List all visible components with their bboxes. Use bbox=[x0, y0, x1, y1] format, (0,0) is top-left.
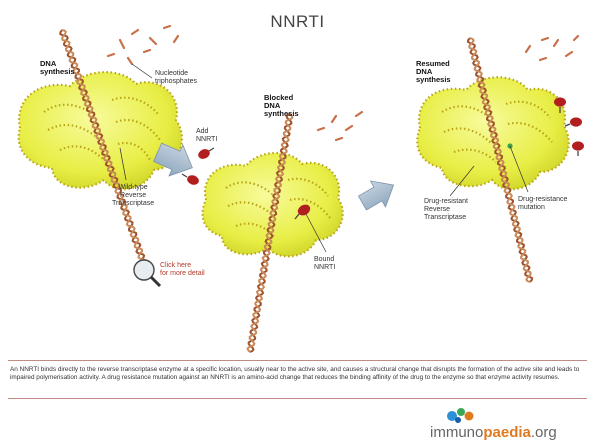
nucleotide-triphosphates-2 bbox=[318, 112, 362, 140]
nnrti-molecule-free-2 bbox=[182, 174, 200, 187]
label-blocked-dna-synthesis: BlockedDNAsynthesis bbox=[264, 94, 299, 118]
label-wild-type-rt: Wild-typeReverseTranscriptase bbox=[112, 184, 154, 208]
label-drug-resistance-mutation: Drug-resistancemutation bbox=[518, 196, 567, 212]
label-resumed-dna-synthesis: ResumedDNAsynthesis bbox=[416, 60, 451, 84]
label-dna-synthesis: DNAsynthesis bbox=[40, 60, 75, 76]
magnifier-icon[interactable] bbox=[134, 260, 160, 286]
label-add-nnrti: AddNNRTI bbox=[196, 128, 217, 144]
click-here-link[interactable]: Click herefor more detail bbox=[160, 262, 205, 278]
nnrti-molecule-free-5 bbox=[572, 141, 584, 156]
nucleotide-triphosphates-3 bbox=[526, 36, 578, 60]
brand-text: immunopaedia.org bbox=[430, 424, 557, 441]
nnrti-molecule-free-4 bbox=[565, 117, 582, 126]
label-drug-resistant-rt: Drug-resistantReverseTranscriptase bbox=[424, 198, 468, 222]
label-bound-nnrti: BoundNNRTI bbox=[314, 256, 335, 272]
logo-icon bbox=[442, 402, 502, 424]
immunopaedia-logo: immunopaedia.org bbox=[414, 402, 589, 442]
nnrti-molecule-free-1 bbox=[197, 147, 214, 160]
caption-rule-bottom bbox=[8, 398, 587, 399]
caption-text: An NNRTI binds directly to the reverse t… bbox=[10, 366, 585, 383]
process-arrow-2 bbox=[355, 172, 401, 216]
caption-rule-top bbox=[8, 360, 587, 361]
label-nucleotide-triphosphates: Nucleotidetriphosphates bbox=[155, 70, 197, 86]
nucleotide-triphosphates-1 bbox=[108, 26, 178, 64]
